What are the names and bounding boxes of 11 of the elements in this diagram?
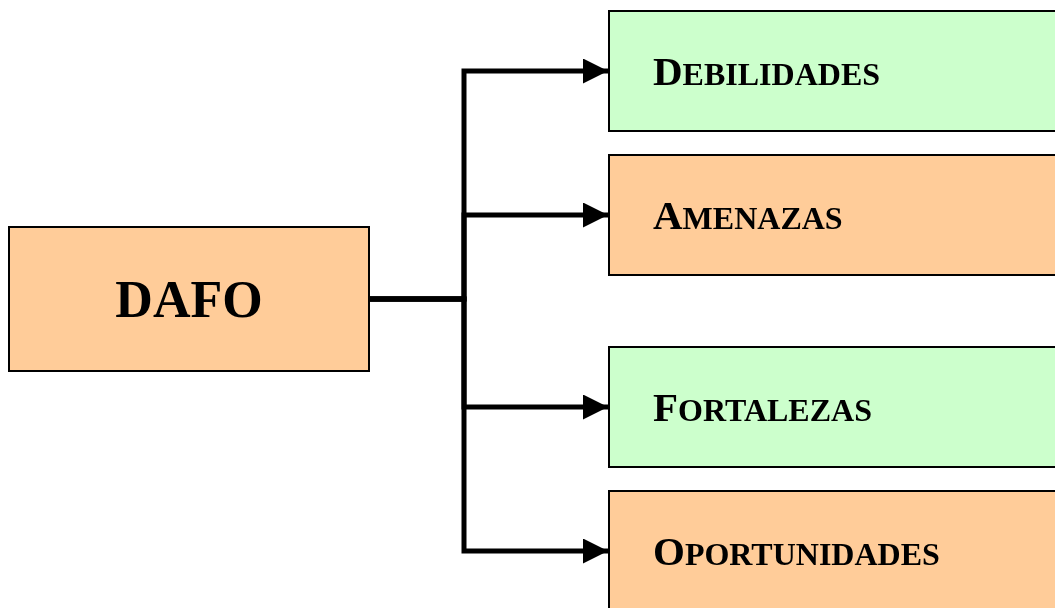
box-label: AMENAZAS — [652, 191, 843, 239]
box-label: DEBILIDADES — [652, 47, 880, 95]
process-box — [608, 154, 1055, 276]
box-label: OPORTUNIDADES — [652, 527, 940, 575]
process-box — [608, 490, 1055, 608]
box-label: FORTALEZAS — [652, 383, 872, 431]
box-label: DAFO — [115, 269, 263, 329]
arrow — [370, 296, 608, 564]
process-box — [8, 226, 370, 372]
process-box — [608, 346, 1055, 468]
process-box — [608, 10, 1055, 132]
